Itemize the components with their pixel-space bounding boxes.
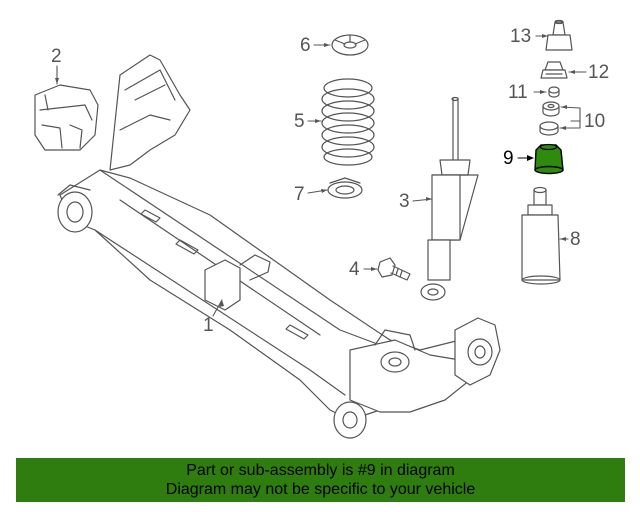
callout-12[interactable]: 12 [588, 62, 610, 83]
callout-11[interactable]: 11 [508, 82, 528, 103]
callout-5[interactable]: 5 [294, 111, 305, 132]
leader-arrowheads [55, 34, 575, 307]
coil-spring-part[interactable] [321, 78, 375, 166]
callout-2[interactable]: 2 [51, 46, 62, 67]
washer-part[interactable] [539, 101, 560, 136]
bolt-part[interactable] [377, 257, 411, 281]
nut-part[interactable] [548, 86, 560, 98]
callout-7[interactable]: 7 [294, 184, 305, 205]
cap-part[interactable] [545, 19, 573, 51]
mount-part[interactable] [540, 61, 568, 79]
parts-diagram: 1 2 3 4 5 6 7 8 9 10 11 12 13 [34, 19, 610, 439]
axle-beam-part[interactable] [57, 54, 501, 439]
callout-3[interactable]: 3 [399, 191, 410, 212]
callout-13[interactable]: 13 [510, 26, 532, 47]
callout-9-highlighted[interactable]: 9 [503, 148, 514, 169]
info-banner: Part or sub-assembly is #9 in diagram Di… [16, 458, 625, 502]
bracket-part[interactable] [34, 84, 99, 151]
callout-1[interactable]: 1 [203, 315, 214, 336]
callout-8[interactable]: 8 [570, 229, 581, 250]
banner-line-disclaimer: Diagram may not be specific to your vehi… [165, 481, 476, 498]
shock-absorber-part[interactable] [420, 96, 479, 301]
dust-boot-part[interactable] [521, 186, 561, 285]
callout-4[interactable]: 4 [349, 259, 360, 280]
bump-stop-part-highlighted[interactable] [534, 143, 564, 175]
lower-spring-seat-part[interactable] [327, 177, 363, 199]
banner-line-part-number: Part or sub-assembly is #9 in diagram [186, 462, 455, 479]
callout-6[interactable]: 6 [300, 35, 311, 56]
callout-10[interactable]: 10 [584, 111, 606, 132]
upper-spring-seat-part[interactable] [331, 34, 369, 56]
